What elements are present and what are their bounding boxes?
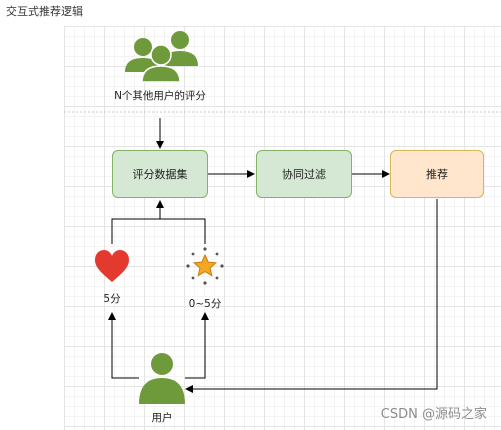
arrow-recommend-to-user bbox=[185, 199, 438, 393]
arrow-feedback-to-dataset bbox=[111, 218, 206, 244]
star-icon bbox=[186, 247, 224, 285]
user-icon bbox=[139, 353, 185, 404]
heart-icon bbox=[95, 250, 129, 282]
watermark: CSDN @源码之家 bbox=[380, 407, 487, 422]
user-label: 用户 bbox=[151, 412, 173, 424]
ratings-dataset-node[interactable]: 评分数据集 bbox=[112, 150, 208, 198]
arrow-user-to-heart bbox=[108, 312, 139, 379]
recommend-node[interactable]: 推荐 bbox=[390, 150, 484, 198]
arrow-user-to-star bbox=[185, 312, 209, 379]
like-label: 5分 bbox=[103, 293, 121, 305]
star-label: 0~5分 bbox=[188, 298, 222, 310]
other-users-label: N个其他用户的评分 bbox=[114, 90, 206, 102]
page-title: 交互式推荐逻辑 bbox=[6, 5, 83, 18]
collaborative-filtering-node[interactable]: 协同过滤 bbox=[256, 150, 352, 198]
diagram-canvas bbox=[64, 26, 501, 430]
users-group-icon bbox=[125, 31, 198, 83]
